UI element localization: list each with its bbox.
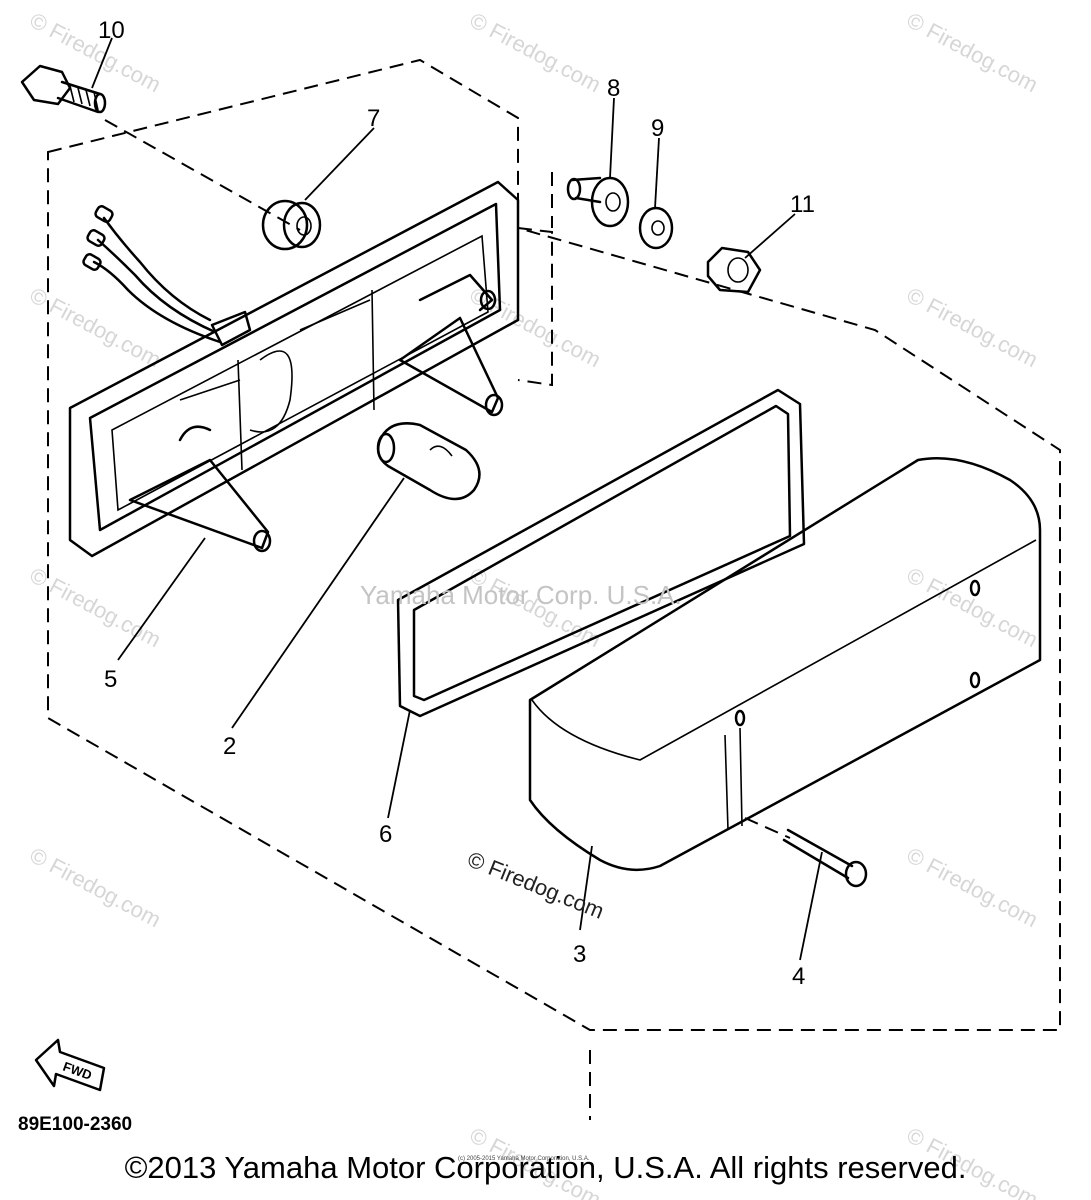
collar-part <box>566 176 630 228</box>
watermark: © Firedog.com <box>26 842 165 932</box>
watermark: © Firedog.com <box>26 7 165 97</box>
watermark: © Firedog.com <box>466 7 605 97</box>
callout-10: 10 <box>98 17 125 44</box>
callout-6: 6 <box>379 821 392 848</box>
fwd-arrow-icon: FWD <box>34 1038 106 1092</box>
nut-part <box>706 246 762 294</box>
watermark: © Firedog.com <box>26 562 165 652</box>
diagram-part-code: 89E100-2360 <box>18 1114 132 1135</box>
flange-bolt-part <box>20 64 107 114</box>
washer-part <box>638 206 674 250</box>
callout-9: 9 <box>651 115 664 142</box>
mount-outline <box>517 227 553 387</box>
callout-5: 5 <box>104 666 117 693</box>
lamp-housing-part <box>68 180 520 558</box>
watermark: © Firedog.com <box>903 842 1042 932</box>
callout-leaders <box>91 37 823 961</box>
callout-11: 11 <box>790 191 815 218</box>
copyright-notice: ©2013 Yamaha Motor Corporation, U.S.A. A… <box>124 1150 967 1185</box>
callout-4: 4 <box>792 963 805 990</box>
bolt-leader <box>104 119 301 231</box>
screw-part <box>782 828 868 888</box>
watermark: © Firedog.com <box>903 282 1042 372</box>
bulb-part <box>376 422 481 501</box>
screw-leader <box>744 817 791 839</box>
tiny-credit: (c) 2005-2015 Yamaha Motor Corporation, … <box>458 1156 590 1162</box>
watermark-center: Yamaha Motor Corp. U.S.A. <box>360 580 682 610</box>
gasket-part <box>396 388 806 718</box>
lens-part <box>528 456 1042 872</box>
callout-numbers: 10 7 8 9 11 5 2 6 3 4 <box>98 17 815 990</box>
callout-3: 3 <box>573 941 586 968</box>
watermark: © Firedog.com <box>26 282 165 372</box>
assembly-outline <box>47 58 1061 1031</box>
callout-2: 2 <box>223 733 236 760</box>
callout-8: 8 <box>607 75 620 102</box>
watermark: © Firedog.com <box>903 7 1042 97</box>
grommet-part <box>261 199 322 251</box>
callout-7: 7 <box>367 105 380 132</box>
